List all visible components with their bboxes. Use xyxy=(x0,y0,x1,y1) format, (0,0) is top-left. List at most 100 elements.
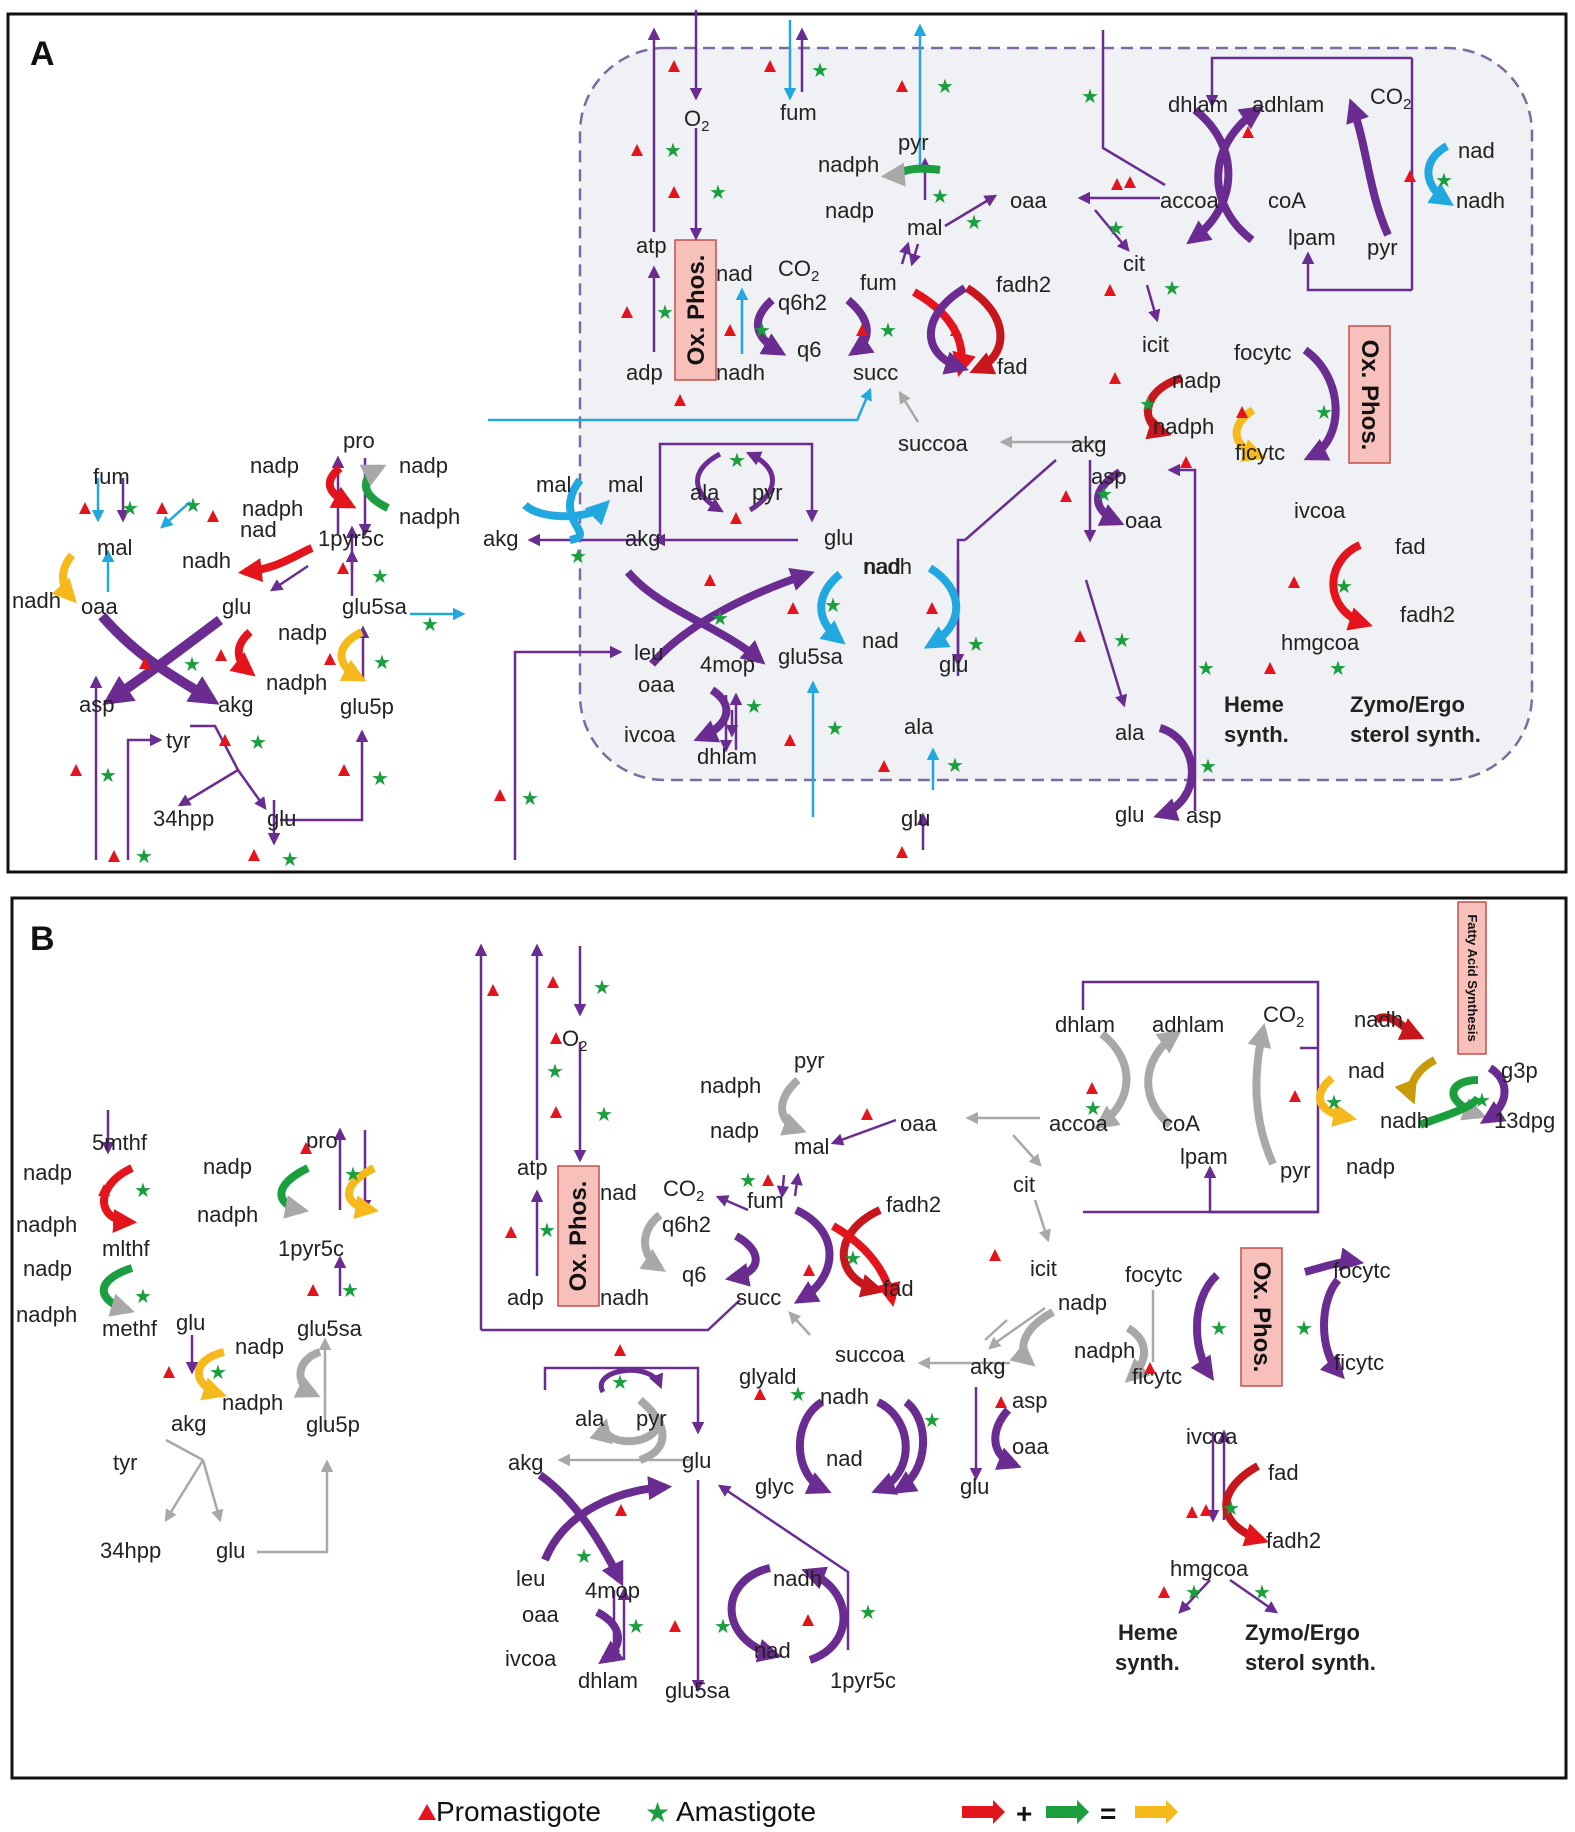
promastigote-triangle xyxy=(337,562,349,574)
panel-b-label-hmgcoa: hmgcoa xyxy=(1170,1556,1249,1581)
panel-b-label-nadp: nadp xyxy=(23,1256,72,1281)
panel-b-label-4mop: 4mop xyxy=(585,1578,640,1603)
panel-b-label-glu: glu xyxy=(960,1474,989,1499)
amastigote-star: ★ xyxy=(281,847,299,871)
amastigote-star: ★ xyxy=(421,612,439,636)
amastigote-star: ★ xyxy=(1253,1580,1271,1604)
panel-a-label-fum: fum xyxy=(860,270,897,295)
svg-text:Ox. Phos.: Ox. Phos. xyxy=(565,1181,592,1292)
heme-synth-label-a-2: synth. xyxy=(1224,722,1289,747)
panel-letter-b: B xyxy=(30,920,55,958)
sterol-synth-label-b-2: sterol synth. xyxy=(1245,1650,1376,1675)
green-arrow-icon xyxy=(1046,1800,1089,1824)
promastigote-triangle xyxy=(896,80,908,92)
amastigote-star: ★ xyxy=(546,1059,564,1083)
amastigote-star: ★ xyxy=(824,593,842,617)
panel-a-blue-arrows xyxy=(91,20,940,817)
promastigote-triangle xyxy=(547,976,559,988)
panel-a-label-ficytc: ficytc xyxy=(1235,440,1285,465)
panel-b-label-nadh: nadh xyxy=(1354,1007,1403,1032)
panel-b-label-mal: mal xyxy=(794,1134,829,1159)
promastigote-triangle xyxy=(248,849,260,861)
panel-b-label-atp: atp xyxy=(517,1155,548,1180)
panel-b-label-ivcoa: ivcoa xyxy=(1186,1424,1238,1449)
amastigote-star: ★ xyxy=(611,1370,629,1394)
amastigote-star: ★ xyxy=(134,1178,152,1202)
panel-a-label-glu5sa: glu5sa xyxy=(778,644,844,669)
panel-b-label-nadp: nadp xyxy=(23,1160,72,1185)
amastigote-star: ★ xyxy=(627,1614,645,1638)
panel-a-label-mal: mal xyxy=(608,472,643,497)
panel-a-label-akg: akg xyxy=(218,692,253,717)
panel-b-label-nad: nad xyxy=(826,1446,863,1471)
oxphos-box-a1: Ox. Phos. xyxy=(674,239,717,381)
promastigote-triangle xyxy=(669,1620,681,1632)
amastigote-star: ★ xyxy=(745,694,763,718)
panel-letter-a: A xyxy=(30,35,55,73)
panel-b-label-nadh: nadh xyxy=(820,1384,869,1409)
promastigote-legend-triangle xyxy=(418,1804,436,1820)
panel-b-label-ficytc: ficytc xyxy=(1132,1364,1182,1389)
panel-b-label-ficytc: ficytc xyxy=(1334,1350,1384,1375)
promastigote-triangle xyxy=(338,764,350,776)
panel-a-label-hmgcoa: hmgcoa xyxy=(1281,630,1360,655)
panel-a-label-ala: ala xyxy=(904,714,934,739)
panel-a-label-ivcoa: ivcoa xyxy=(624,722,676,747)
panel-b-label-nadh: nadh xyxy=(1380,1108,1429,1133)
amastigote-star: ★ xyxy=(521,786,539,810)
subscript-2: 2 xyxy=(1403,96,1411,113)
panel-a-label-nadp: nadp xyxy=(825,198,874,223)
amastigote-star: ★ xyxy=(789,1382,807,1406)
panel-a-label-accoa: accoa xyxy=(1160,188,1219,213)
panel-b-label-nadph: nadph xyxy=(700,1073,761,1098)
panel-a-label-nadh: nadh xyxy=(863,554,912,579)
panel-b-label-oaa: oaa xyxy=(900,1111,937,1136)
subscript-2: 2 xyxy=(701,118,709,135)
svg-text:Fatty Acid Synthesis: Fatty Acid Synthesis xyxy=(1465,914,1480,1041)
panel-b-label-pro: pro xyxy=(306,1128,338,1153)
panel-a-label-focytc: focytc xyxy=(1234,340,1291,365)
amastigote-star: ★ xyxy=(593,975,611,999)
amastigote-star: ★ xyxy=(1435,168,1453,192)
panel-b-label-g3p: g3p xyxy=(1501,1058,1538,1083)
panel-a-bold-labels: Heme synth. Zymo/Ergo sterol synth. xyxy=(1224,692,1481,747)
panel-a-label-nadp: nadp xyxy=(1172,368,1221,393)
amastigote-star: ★ xyxy=(1113,628,1131,652)
panel-b-label-glu5p: glu5p xyxy=(306,1412,360,1437)
promastigote-legend-label: Promastigote xyxy=(436,1796,601,1827)
amastigote-star: ★ xyxy=(595,1102,613,1126)
panel-a-label-nad: nad xyxy=(1458,138,1495,163)
panel-a-label-glu: glu xyxy=(1115,802,1144,827)
promastigote-triangle xyxy=(631,144,643,156)
panel-a-label-akg: akg xyxy=(625,526,660,551)
panel-a-gray-arrows xyxy=(898,390,920,423)
promastigote-triangle xyxy=(1111,178,1123,190)
panel-a-label-leu: leu xyxy=(634,640,663,665)
panel-b-label-coa: coA xyxy=(1162,1111,1200,1136)
amastigote-star: ★ xyxy=(811,58,829,82)
amastigote-star: ★ xyxy=(1473,1088,1491,1112)
panel-a-label-mal: mal xyxy=(907,215,942,240)
amastigote-star: ★ xyxy=(569,544,587,568)
promastigote-triangle xyxy=(1200,1504,1212,1516)
promastigote-markers xyxy=(70,60,1416,1632)
panel-a-label-fadh2: fadh2 xyxy=(996,272,1051,297)
amastigote-star: ★ xyxy=(728,448,746,472)
panel-a-label-nad: nad xyxy=(716,261,753,286)
panel-b-label-adhlam: adhlam xyxy=(1152,1012,1224,1037)
promastigote-triangle xyxy=(926,602,938,614)
panel-a-label-nad: nad xyxy=(864,554,901,579)
panel-b-label-nad: nad xyxy=(600,1180,637,1205)
panel-b-label-oaa: oaa xyxy=(1012,1434,1049,1459)
promastigote-triangle xyxy=(1289,1090,1301,1102)
panel-a-label-nadph: nadph xyxy=(266,670,327,695)
amastigote-star: ★ xyxy=(714,1614,732,1638)
panel-b-label-nadph: nadph xyxy=(197,1202,258,1227)
panel-a-label-succoa: succoa xyxy=(898,431,968,456)
panel-b-cofactor-arcs xyxy=(99,1013,1509,1665)
panel-b-label-fad: fad xyxy=(883,1276,914,1301)
subscript-2: 2 xyxy=(811,268,819,285)
panel-b-label-nad: nad xyxy=(754,1638,791,1663)
panel-a-label-asp: asp xyxy=(1091,464,1126,489)
panel-a-label-nad: nad xyxy=(862,628,899,653)
